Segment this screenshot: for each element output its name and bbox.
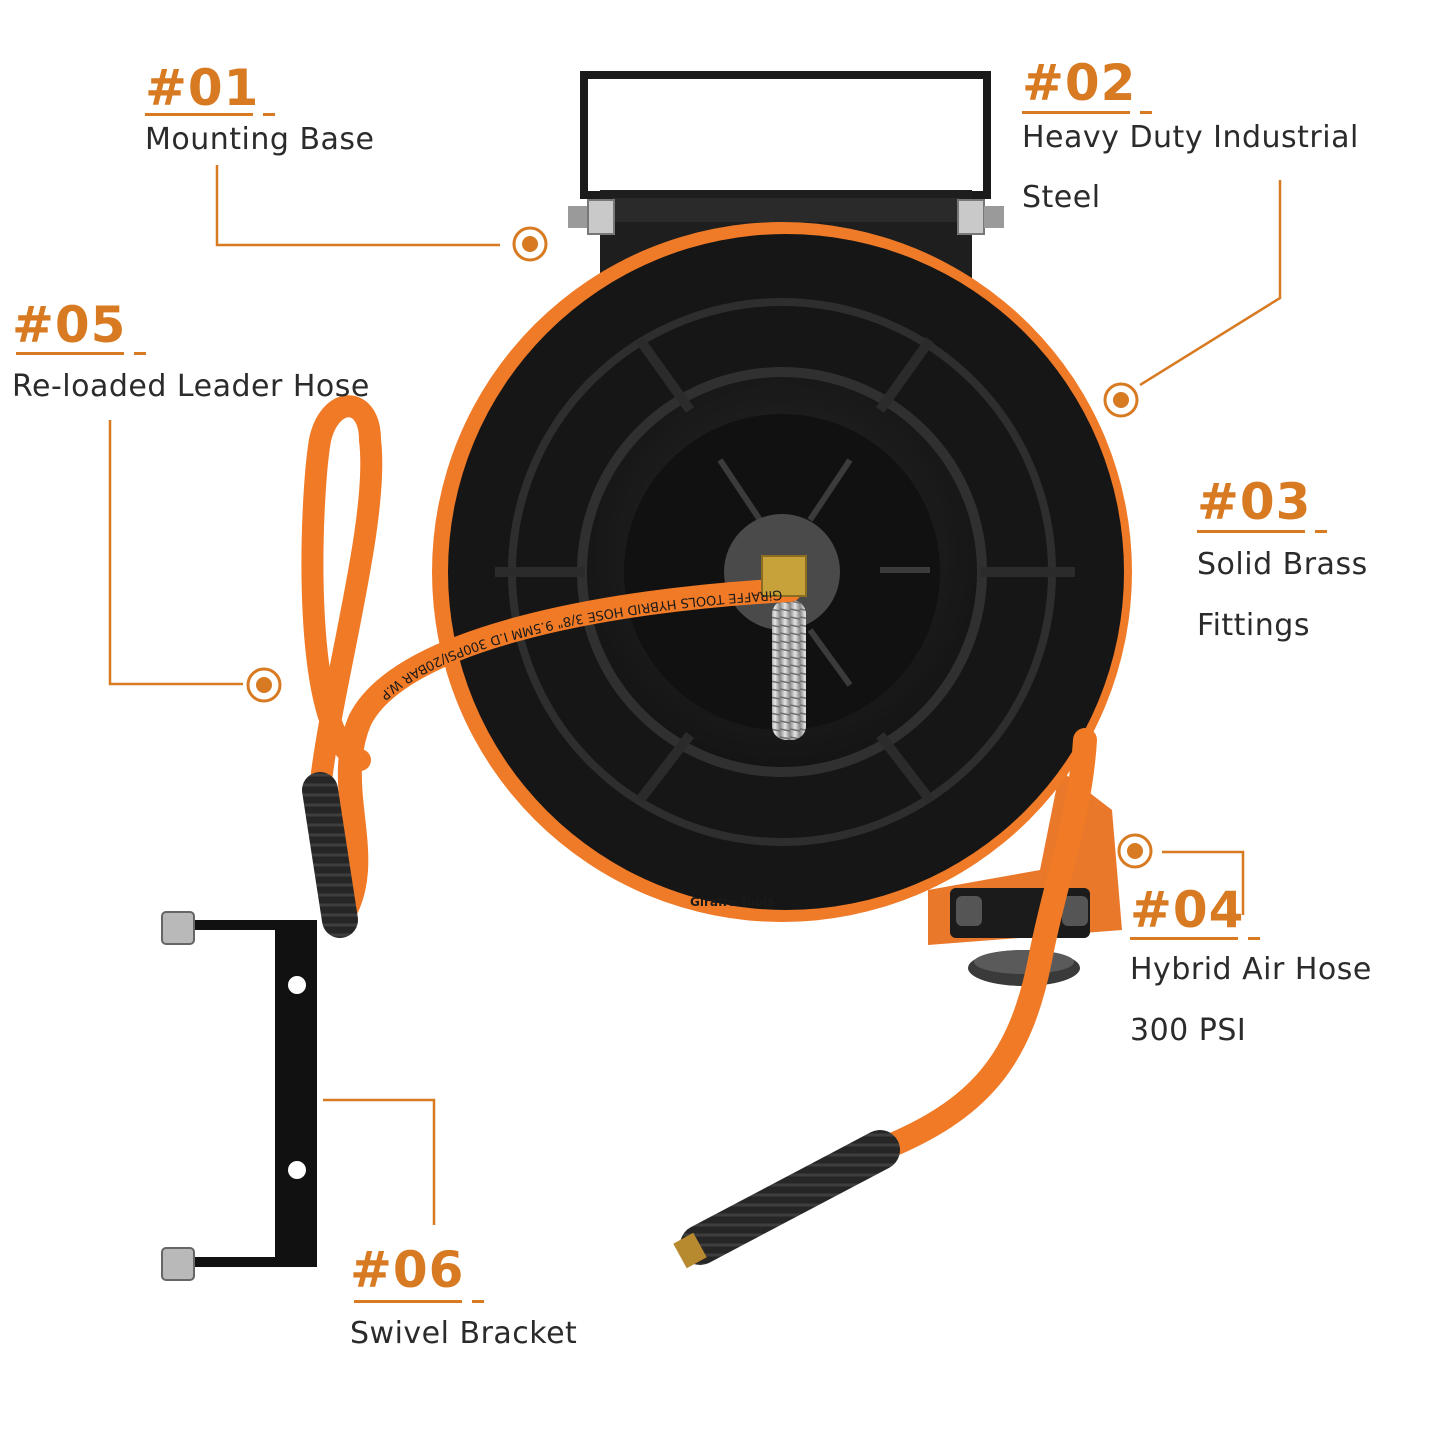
callout-01: #01 Mounting Base bbox=[145, 63, 375, 155]
air-hose bbox=[868, 728, 1097, 1162]
callout-04: #04 Hybrid Air Hose 300 PSI bbox=[1130, 885, 1372, 1046]
callout-label: Hybrid Air Hose bbox=[1130, 952, 1372, 987]
callout-underline bbox=[145, 113, 275, 116]
callout-underline bbox=[16, 352, 146, 355]
callout-label: Mounting Base bbox=[145, 122, 375, 157]
callout-03: #03 Solid Brass Fittings bbox=[1197, 477, 1368, 641]
target-marker-icon bbox=[246, 667, 282, 703]
callout-underline bbox=[1130, 937, 1260, 940]
swivel-bracket bbox=[161, 911, 317, 1281]
reel-ribs bbox=[495, 337, 1075, 804]
target-marker-icon bbox=[1117, 833, 1153, 869]
brass-fitting bbox=[761, 555, 807, 597]
target-marker-icon bbox=[512, 226, 548, 262]
callout-lines bbox=[108, 165, 1282, 1225]
callout-number: #03 bbox=[1197, 473, 1312, 531]
leader-hose bbox=[328, 578, 802, 932]
callout-number: #02 bbox=[1022, 54, 1137, 112]
callout-number: #04 bbox=[1130, 881, 1245, 939]
callout-underline bbox=[1197, 530, 1327, 533]
callout-label: Solid Brass bbox=[1197, 547, 1368, 582]
bolt-right bbox=[957, 199, 1004, 235]
callout-underline bbox=[354, 1300, 484, 1303]
callout-label: 300 PSI bbox=[1130, 1013, 1247, 1048]
callout-label: Fittings bbox=[1197, 608, 1310, 643]
rim-print: Giraffe Tools bbox=[690, 895, 774, 909]
callout-06: #06 Swivel Bracket bbox=[350, 1245, 577, 1349]
callout-05: #05 Re-loaded Leader Hose bbox=[12, 300, 370, 402]
target-marker-icon bbox=[1103, 382, 1139, 418]
callout-number: #06 bbox=[350, 1241, 465, 1299]
swivel-spring bbox=[772, 600, 806, 740]
bolt-left bbox=[568, 199, 615, 235]
callout-number: #01 bbox=[145, 59, 260, 117]
callout-02: #02 Heavy Duty Industrial Steel bbox=[1022, 58, 1359, 213]
callout-underline bbox=[1022, 111, 1152, 114]
callout-label: Re-loaded Leader Hose bbox=[12, 369, 370, 404]
callout-label: Heavy Duty Industrial bbox=[1022, 120, 1359, 155]
callout-label: Steel bbox=[1022, 180, 1101, 215]
callout-label: Swivel Bracket bbox=[350, 1316, 578, 1351]
callout-number: #05 bbox=[12, 296, 127, 354]
